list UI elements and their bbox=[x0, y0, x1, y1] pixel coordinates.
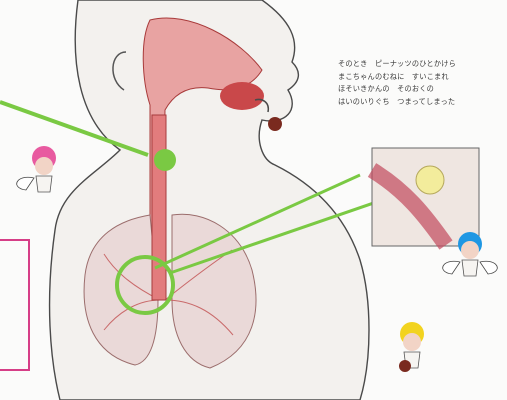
story-caption: そのとき ピーナッツのひとかけら まこちゃんのむねに すいこまれ ほそいきかんの… bbox=[338, 58, 503, 108]
angel-yellow bbox=[399, 322, 424, 372]
angel-pink bbox=[17, 146, 56, 192]
tongue bbox=[220, 82, 264, 110]
zoom-inset bbox=[372, 148, 479, 246]
throat-marker bbox=[154, 149, 176, 171]
pink-frame bbox=[0, 239, 30, 371]
trachea bbox=[152, 115, 166, 300]
peanut-icon bbox=[268, 117, 282, 131]
